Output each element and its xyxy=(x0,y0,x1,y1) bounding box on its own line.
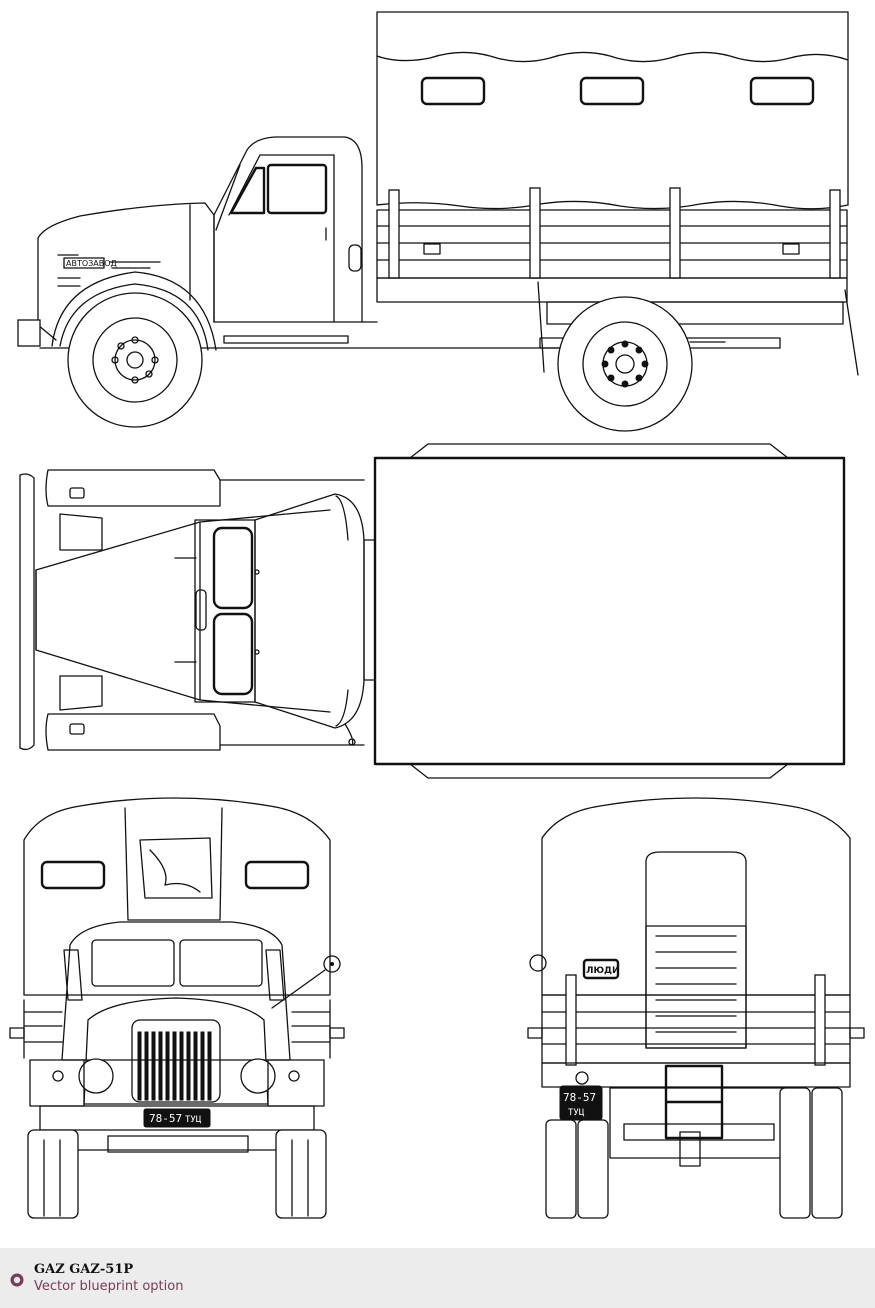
blueprint-drawing: АВТОЗАВОД xyxy=(9,11,865,1219)
side-cargo-body xyxy=(376,187,859,376)
rear-chassis: 78-57 ТУЦ xyxy=(559,1064,787,1167)
grille-bars xyxy=(137,1031,212,1101)
top-cargo-box xyxy=(363,443,846,779)
rear-wheels xyxy=(545,1087,843,1219)
hood-badge-text: АВТОЗАВОД xyxy=(66,259,117,268)
front-plate-suffix: ТУЦ xyxy=(185,1115,202,1125)
rear-plate-suffix: ТУЦ xyxy=(568,1108,585,1118)
side-front-wheel xyxy=(67,292,203,428)
front-fenders-bumper: 78-57 ТУЦ xyxy=(29,1059,325,1153)
front-wheels xyxy=(27,1129,327,1219)
top-cab xyxy=(194,493,365,746)
caption-bar: GAZ GAZ-51P Vector blueprint option xyxy=(0,1248,875,1308)
front-hood-grille xyxy=(9,997,345,1105)
front-plate-number: 78-57 xyxy=(149,1112,182,1125)
rear-tailgate xyxy=(527,974,865,1088)
top-view xyxy=(19,443,846,779)
top-fenders xyxy=(19,469,365,751)
rear-plate-number: 78-57 xyxy=(563,1091,596,1104)
rear-sign-text: ЛЮДИ xyxy=(586,966,620,976)
side-cab xyxy=(213,136,378,344)
top-hood xyxy=(35,509,331,713)
front-cab xyxy=(61,921,341,1061)
front-view: 78-57 ТУЦ xyxy=(9,797,345,1219)
rear-view: ЛЮДИ 78-57 ТУЦ xyxy=(527,797,865,1219)
side-view: АВТОЗАВОД xyxy=(17,11,859,432)
side-canopy xyxy=(376,11,849,210)
circle-dot-icon xyxy=(10,1273,24,1287)
caption-title: GAZ GAZ-51P xyxy=(34,1262,134,1277)
side-rear-wheel xyxy=(557,296,693,432)
front-canopy xyxy=(23,797,331,996)
caption-subtitle: Vector blueprint option xyxy=(34,1279,184,1294)
side-hood: АВТОЗАВОД xyxy=(17,202,217,351)
rear-canopy: ЛЮДИ xyxy=(529,797,851,1049)
